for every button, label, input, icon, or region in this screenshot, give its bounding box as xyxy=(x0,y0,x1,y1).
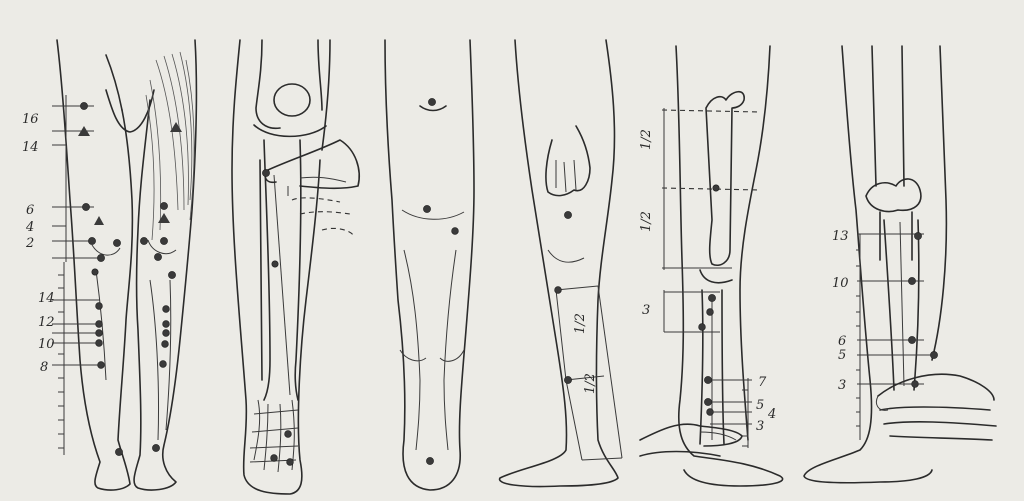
scale-label-8: 8 xyxy=(40,360,48,375)
segment-half-upper: 1/2 xyxy=(573,313,588,334)
acupoint xyxy=(930,351,938,359)
scale-label-4: 4 xyxy=(25,220,34,235)
acupoint xyxy=(95,339,103,347)
scale-label-16: 16 xyxy=(22,112,39,127)
acupoint xyxy=(908,277,916,285)
scale-label-6: 6 xyxy=(26,203,34,218)
acupoint xyxy=(82,203,90,211)
knee-scale-3: 3 xyxy=(642,303,650,318)
scale-label-10: 10 xyxy=(38,337,55,352)
acupoint xyxy=(451,227,459,235)
scale-label-14-lower: 14 xyxy=(38,291,55,306)
scale-label-2: 2 xyxy=(25,236,34,251)
acupoint xyxy=(704,398,712,406)
acupoint xyxy=(160,237,168,245)
panel-lateral-bone-leg: 1/2 1/2 3 7 5 4 3 xyxy=(639,45,784,487)
segment-half-lower: 1/2 xyxy=(583,373,598,394)
medial-scale-ticks xyxy=(856,249,860,427)
panel-front-legs: 16 14 6 4 2 14 12 10 8 xyxy=(22,39,198,491)
medial-scale-5: 5 xyxy=(838,348,846,363)
acupoint xyxy=(554,286,562,294)
acupoint xyxy=(698,323,706,331)
scale-label-12: 12 xyxy=(38,315,55,330)
medial-scale-3: 3 xyxy=(838,378,846,393)
scale-label-14-upper: 14 xyxy=(22,140,39,155)
acupoint xyxy=(168,271,176,279)
thigh-half-lower: 1/2 xyxy=(639,211,654,232)
acupoint xyxy=(708,294,716,302)
acupoint xyxy=(706,408,714,416)
acupoint xyxy=(428,98,436,106)
acupoint xyxy=(95,302,103,310)
acupoint xyxy=(95,320,103,328)
acupoint xyxy=(159,360,167,368)
shin-scale-5: 5 xyxy=(756,398,764,413)
lower-scale-ticks xyxy=(52,274,100,449)
acupoint xyxy=(426,457,434,465)
medial-scale-13: 13 xyxy=(832,229,849,244)
acupoint xyxy=(140,237,148,245)
acupoint-triangle xyxy=(94,216,104,225)
acupoint xyxy=(88,237,96,245)
shin-scale-ticks xyxy=(710,379,752,447)
acupoint xyxy=(706,308,714,316)
acupoint-triangle xyxy=(170,122,182,132)
panel-posterior-leg xyxy=(384,39,475,491)
acupoint xyxy=(704,376,712,384)
acupoint xyxy=(115,448,123,456)
acupoint xyxy=(95,329,103,337)
acupoint xyxy=(270,454,278,462)
acupoint xyxy=(564,376,572,384)
shin-scale-4: 4 xyxy=(767,407,776,422)
acupoint xyxy=(914,232,922,240)
medial-scale-10: 10 xyxy=(832,276,849,291)
acupoint xyxy=(97,254,105,262)
shin-scale-3: 3 xyxy=(756,419,764,434)
acupoint xyxy=(80,102,88,110)
acupoint-triangle xyxy=(158,213,170,223)
acupoint xyxy=(284,430,292,438)
panel-lateral-leg: 1/2 1/2 xyxy=(498,39,623,488)
acupoint xyxy=(712,184,720,192)
acupoint xyxy=(152,444,160,452)
acupoint xyxy=(160,202,168,210)
acupoint xyxy=(262,169,270,177)
acupoint xyxy=(91,268,99,276)
panel-skeletal-leg xyxy=(231,39,360,495)
acupoint xyxy=(908,336,916,344)
thigh-half-upper: 1/2 xyxy=(639,129,654,150)
panel-medial-leg: 13 10 6 5 3 xyxy=(803,45,997,484)
acupoint xyxy=(423,205,431,213)
acupoint xyxy=(271,260,279,268)
acupoint xyxy=(286,458,294,466)
acupoint xyxy=(162,320,170,328)
acupoint xyxy=(564,211,572,219)
medial-scale-6: 6 xyxy=(838,334,846,349)
acupoint-triangle xyxy=(78,126,90,136)
acupoint xyxy=(161,340,169,348)
acupoint xyxy=(162,329,170,337)
acupoint xyxy=(162,305,170,313)
acupoint xyxy=(97,361,105,369)
shin-scale-7: 7 xyxy=(758,375,767,390)
acupoint xyxy=(154,253,162,261)
acupoint xyxy=(911,380,919,388)
acupoint xyxy=(113,239,121,247)
